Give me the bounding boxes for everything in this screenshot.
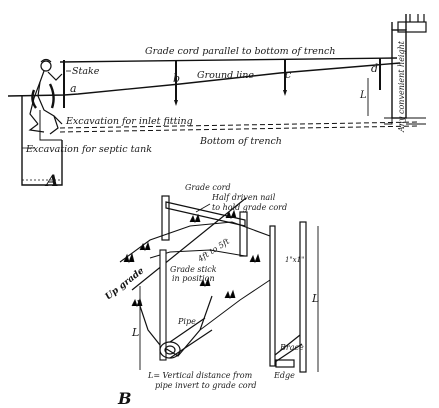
inlet-excavation-label: Excavation for inlet fitting	[65, 116, 193, 127]
ground-line	[7, 62, 401, 97]
figure-b: Grade cord Half driven nail to hold grad…	[104, 183, 320, 408]
grass-tufts	[123, 209, 261, 308]
trench-profile	[137, 295, 213, 357]
pipe-label: Pipe	[177, 317, 196, 326]
worker-figure	[28, 58, 63, 135]
septic-excavation-label: Excavation for septic tank	[25, 144, 152, 155]
convenient-height-label: Any convenient height	[397, 40, 406, 133]
edge-label: Edge	[273, 371, 295, 380]
house-foundation	[384, 14, 427, 125]
brace-label: Brace	[279, 343, 304, 352]
septic-excavation	[21, 96, 63, 186]
grade-cord-b-label: Grade cord	[185, 183, 231, 192]
grade-stick-detail	[269, 221, 307, 373]
bottom-of-trench-label: Bottom of trench	[199, 136, 282, 147]
pipe-invert-label: pipe invert to grade cord	[155, 381, 257, 390]
inlet-excavation	[39, 110, 62, 141]
grade-cord-b	[131, 197, 247, 291]
dimension-l-b-label: L	[131, 326, 139, 339]
point-c-label: c	[285, 68, 291, 81]
nail-label: Half driven nail	[211, 193, 276, 202]
grade-cord-label: Grade cord parallel to bottom of trench	[145, 46, 335, 57]
ground-line-label: Ground line	[197, 70, 254, 81]
grade-stick-label: Grade stick	[170, 265, 217, 274]
vertical-distance-label: L= Vertical distance from	[147, 371, 253, 380]
cord-posts	[161, 195, 248, 257]
lumber-label: 1"x1"	[285, 256, 304, 264]
stake-label: Stake	[72, 66, 100, 77]
dimension-l-label: L	[359, 90, 367, 101]
stick-length-label: L	[311, 292, 319, 305]
figure-a: Grade cord parallel to bottom of trench …	[7, 14, 427, 190]
grade-stick-label-2: in position	[172, 274, 215, 283]
panel-letter-a: A	[44, 171, 58, 190]
nail-label-2: to hold grade cord	[212, 203, 287, 212]
trench-bottom-line	[59, 121, 421, 129]
trench-top-edge	[119, 221, 271, 263]
grade-stick	[159, 249, 167, 361]
panel-letter-b: B	[117, 389, 132, 408]
point-a-label: a	[70, 82, 77, 95]
point-d-label: d	[371, 62, 378, 75]
point-b-label: b	[173, 72, 180, 85]
pipe	[159, 317, 213, 359]
grade-cord-line	[59, 57, 398, 63]
trench-bottom-line-2	[59, 125, 421, 133]
